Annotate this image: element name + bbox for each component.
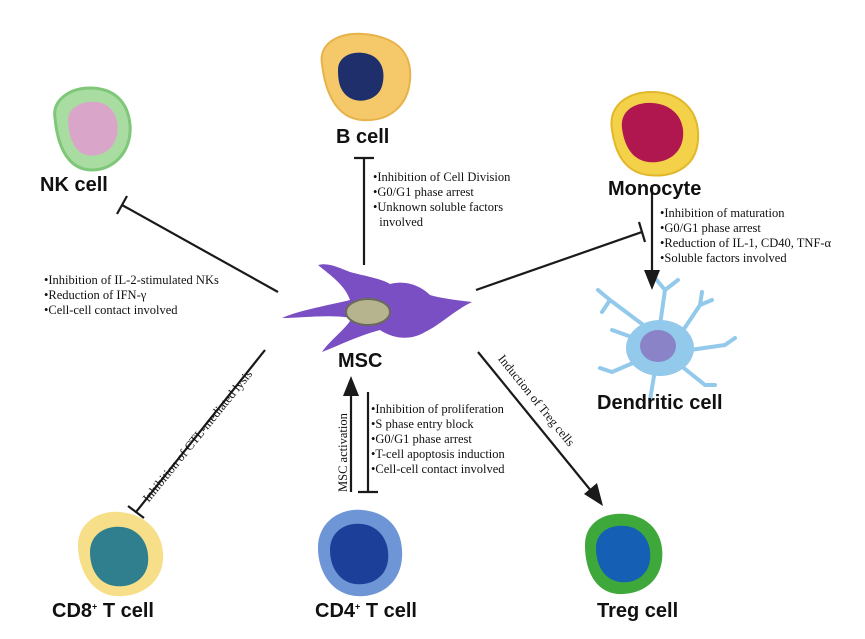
cd4-note-5: •Cell-cell contact involved: [371, 462, 505, 476]
mono-note-4: •Soluble factors involved: [660, 251, 787, 265]
b-cell-label: B cell: [336, 126, 390, 148]
nk-note-1: •Inhibition of IL-2-stimulated NKs: [44, 273, 219, 287]
cd8-prefix: CD8: [52, 600, 93, 622]
dendritic-nucleus: [640, 330, 676, 362]
connectors: [116, 156, 654, 519]
cd4-notes: •Inhibition of proliferation •S phase en…: [371, 402, 505, 477]
msc-activation-arrowhead: [343, 376, 359, 396]
nk-inhibit-line: [121, 204, 279, 293]
cd8-cell-illustration: [78, 511, 164, 597]
monocyte-notes: •Inhibition of maturation •G0/G1 phase a…: [660, 206, 831, 266]
dendritic-cell-illustration: [596, 276, 737, 402]
msc-label: MSC: [338, 350, 383, 372]
cd8-t-cell-label: CD8+ T cell: [52, 600, 154, 623]
msc-activation-label: MSC activation: [336, 413, 350, 492]
treg-induction-line: [477, 351, 593, 493]
b-cell-illustration: [320, 32, 412, 122]
nk-cell-label: NK cell: [40, 174, 108, 196]
cd4-note-2: •S phase entry block: [371, 417, 474, 431]
cd4-t-cell-label: CD4+ T cell: [315, 600, 417, 623]
b-note-3: •Unknown soluble factors: [373, 200, 504, 214]
monocyte-label: Monocyte: [608, 178, 702, 200]
nk-note-3: •Cell-cell contact involved: [44, 303, 178, 317]
treg-cell-label: Treg cell: [597, 600, 679, 622]
monocyte-illustration: [610, 90, 700, 177]
nk-inhibit-bar: [116, 195, 128, 215]
cd4-note-4: •T-cell apoptosis induction: [371, 447, 505, 461]
mono-note-2: •G0/G1 phase arrest: [660, 221, 761, 235]
treg-arrowhead: [584, 483, 603, 506]
msc-illustration: [282, 264, 472, 352]
dc-inhibit-bar: [637, 221, 647, 243]
nk-note-2: •Reduction of IFN-γ: [44, 288, 147, 302]
mono-note-3: •Reduction of IL-1, CD40, TNF-α: [660, 236, 832, 250]
cd8-suffix: T cell: [97, 600, 154, 622]
mono-note-1: •Inhibition of maturation: [660, 206, 785, 220]
cd8-inhibit-line: [135, 349, 266, 513]
cd4-cell-illustration: [318, 509, 403, 597]
cd8-sup: +: [92, 601, 98, 612]
dendritic-cell-label: Dendritic cell: [597, 392, 723, 414]
b-note-4: involved: [379, 215, 423, 229]
cd4-prefix: CD4: [315, 600, 356, 622]
b-cell-notes: •Inhibition of Cell Division •G0/G1 phas…: [373, 170, 510, 230]
nk-cell-illustration: [53, 86, 132, 172]
monocyte-to-dc-arrowhead: [644, 270, 660, 290]
cd8-inhibit-bar: [127, 505, 145, 519]
cd4-note-1: •Inhibition of proliferation: [371, 402, 504, 416]
cd4-suffix: T cell: [360, 600, 417, 622]
cd4-sup: +: [355, 601, 361, 612]
dc-inhibit-line: [475, 230, 643, 292]
b-note-2: •G0/G1 phase arrest: [373, 185, 474, 199]
nk-notes: •Inhibition of IL-2-stimulated NKs •Redu…: [44, 273, 219, 318]
cd4-note-3: •G0/G1 phase arrest: [371, 432, 472, 446]
treg-cell-illustration: [585, 513, 663, 595]
b-note-1: •Inhibition of Cell Division: [373, 170, 511, 184]
